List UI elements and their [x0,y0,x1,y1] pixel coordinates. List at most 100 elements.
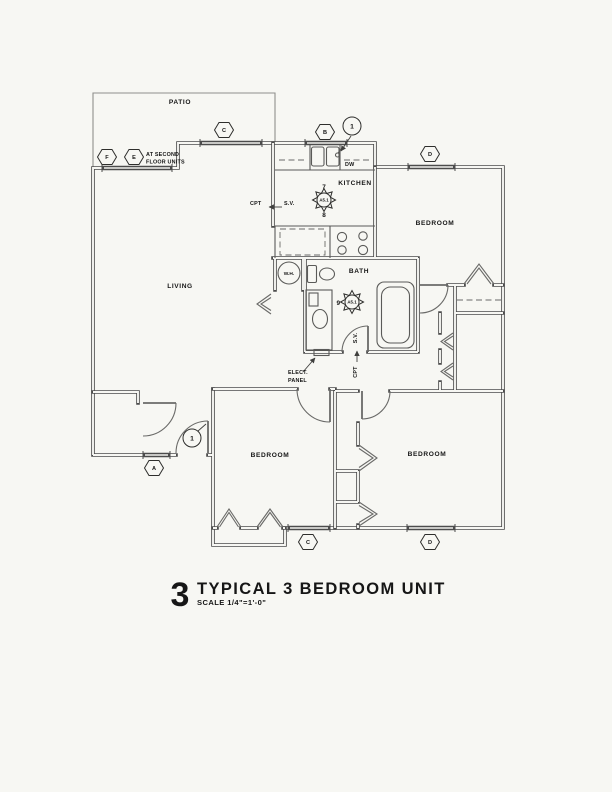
marker-hex-c-bottom-label: C [306,540,310,546]
marker-circle-entry: 1 [182,428,202,448]
bedroom-ne-door [419,284,449,314]
bedroom-ne-window [407,163,456,171]
keynote-7: 7 [322,184,326,191]
kitchen-window [304,139,348,147]
carpet-vertical-label: CPT [353,366,359,378]
marker-hex-d-bottom: D [420,534,440,550]
water-heater [277,261,301,285]
marker-hex-d-top-label: D [428,152,432,158]
kitchen-upper-counter [275,145,375,171]
marker-hex-b-label: B [323,130,327,136]
elect-panel-label-line1: ELECT. [288,370,308,376]
patio-outline [92,92,276,168]
annotations: DW W.H. AT SECOND FLOOR UNITS CPT S.V. S… [146,152,359,384]
title-block: 3 TYPICAL 3 BEDROOM UNIT SCALE 1/4"=1'-0… [171,576,446,614]
range-burners [336,231,369,256]
patio-door-window [101,164,173,172]
entry-door [175,420,209,454]
keynote-9: 9 [336,300,340,307]
bedroom-ne-closet-bifold [463,263,495,285]
bedroom-se-door [361,390,391,420]
vanity-sink [311,308,329,330]
toilet-bowl [318,267,336,281]
patio-window [199,139,263,147]
living-south-window [142,451,171,459]
living-label: LIVING [167,283,193,290]
electrical-panel [313,348,330,357]
marker-detail-bath-label: A5.1 [347,300,357,305]
vanity-backsplash [308,292,319,307]
bedroom-se-closet-bifold-bottom [358,501,378,527]
exterior-walls-outer [91,141,505,547]
water-heater-closet-bifold [256,293,272,315]
bedroom-ne-label: BEDROOM [416,220,455,227]
elect-panel-leader [302,357,316,373]
vanity-counter [305,289,333,351]
bifold-doors [216,263,495,528]
bedroom-se-closet-bifold-top [358,444,378,472]
doors [142,284,449,454]
leaders [197,135,360,432]
sheet-number: 3 [171,576,190,614]
marker-hex-b: B [315,124,335,140]
interior-walls-inner [93,143,503,529]
windows [101,139,456,532]
reference-markers: F E C B D A C D 1 1 A5.1 [97,116,440,550]
bath-fixtures [277,261,501,357]
marker-hex-a: A [144,460,164,476]
marker-hex-f-label: F [105,155,109,161]
bedroom-sw-window [287,524,331,532]
marker-hex-d-bottom-label: D [428,540,432,546]
marker-hex-c-top-label: C [222,128,226,134]
marker-circle-kitchen: 1 [342,116,362,136]
marker-detail-bath: A5.1 [340,290,364,314]
second-floor-note-line2: FLOOR UNITS [146,160,185,166]
marker-hex-e: E [124,149,144,165]
hall-linen-bifold-bottom [440,362,454,381]
marker-hex-e-label: E [132,155,136,161]
water-heater-label: W.H. [284,271,294,277]
refrigerator-dashed [279,228,326,256]
bathtub-outer [376,281,415,349]
bedroom-sw-closet-bifold-right [256,508,284,528]
bedroom-sw-closet-bifold-left [216,508,242,528]
bedroom-se-window [406,524,456,532]
walls [91,141,505,547]
kitchen-label: KITCHEN [338,180,372,187]
marker-hex-a-label: A [152,466,156,472]
coat-closet-door [142,402,177,437]
sheet-vinyl-vertical-label: S.V. [353,332,359,343]
kitchen-sink-basin-left [310,146,325,167]
marker-hex-f: F [97,149,117,165]
elect-panel-label-line2: PANEL [288,378,307,384]
room-labels: PATIO LIVING KITCHEN BATH BEDROOM BEDROO… [167,99,454,459]
second-floor-note-line1: AT SECOND [146,152,179,158]
bath-door [341,325,369,353]
entry-keynote-leader [197,423,207,432]
keynote-8: 8 [322,212,326,219]
hall-linen-bifold-top [440,332,454,351]
kitchen-lower-counter [274,225,375,258]
bedroom-se-label: BEDROOM [408,451,447,458]
drawing-title: TYPICAL 3 BEDROOM UNIT [197,580,446,598]
patio-walls [92,92,276,168]
kitchen-fixtures [274,145,375,258]
bedroom-sw-label: BEDROOM [251,452,290,459]
marker-detail-kitchen-label: A5.1 [319,198,329,203]
marker-circle-kitchen-label: 1 [350,123,354,130]
dishwasher-label: DW [345,162,355,168]
drawing-scale: SCALE 1/4"=1'-0" [197,598,266,607]
exterior-walls-inner [92,142,504,546]
marker-detail-kitchen: A5.1 [312,188,336,212]
kitchen-faucet [334,152,341,158]
marker-hex-c-bottom: C [298,534,318,550]
sheet-vinyl-label: S.V. [284,201,295,207]
marker-circle-entry-label: 1 [190,435,194,442]
bedroom-sw-door [296,388,331,423]
sink-keynote-leader [340,135,352,152]
marker-hex-d-top: D [420,146,440,162]
bathtub-inner [380,286,411,344]
patio-label: PATIO [169,99,191,106]
